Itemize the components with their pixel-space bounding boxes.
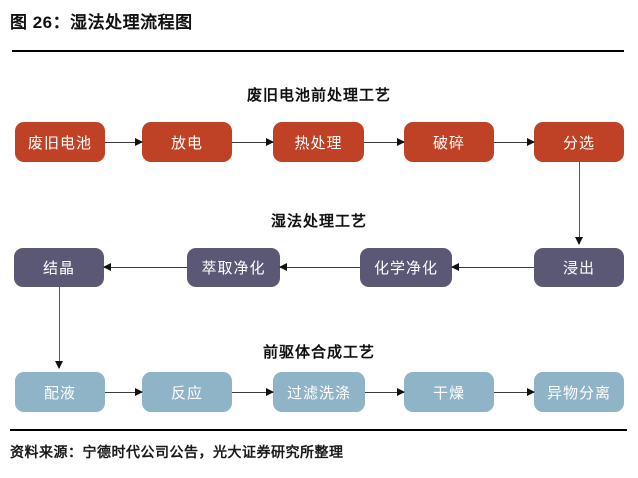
node-reaction: 反应 bbox=[142, 372, 232, 412]
node-extraction-purification: 萃取净化 bbox=[187, 248, 280, 287]
arrow-right-icon bbox=[105, 388, 143, 396]
arrow-right-icon bbox=[494, 388, 535, 396]
section-label-wet-process: 湿法处理工艺 bbox=[270, 213, 367, 230]
top-divider bbox=[12, 50, 624, 52]
node-discharge: 放电 bbox=[142, 122, 232, 162]
figure-title: 图 26：湿法处理流程图 bbox=[10, 13, 193, 32]
node-impurity-separation: 异物分离 bbox=[534, 372, 624, 412]
node-sorting: 分选 bbox=[534, 122, 624, 162]
arrow-right-icon bbox=[105, 138, 143, 146]
arrow-left-icon bbox=[451, 263, 534, 271]
node-heat-treatment: 热处理 bbox=[273, 122, 364, 162]
node-waste-battery: 废旧电池 bbox=[15, 122, 105, 162]
arrow-right-icon bbox=[494, 138, 535, 146]
section-label-precursor: 前驱体合成工艺 bbox=[262, 344, 375, 361]
node-filter-washing: 过滤洗涤 bbox=[273, 372, 365, 412]
arrow-right-icon bbox=[365, 388, 405, 396]
node-solution-preparation: 配液 bbox=[15, 372, 105, 412]
node-crystallization: 结晶 bbox=[14, 248, 104, 287]
arrow-right-icon bbox=[232, 388, 274, 396]
node-crushing: 破碎 bbox=[404, 122, 494, 162]
arrow-down-icon bbox=[575, 162, 583, 245]
arrow-right-icon bbox=[364, 138, 405, 146]
arrow-down-icon bbox=[55, 287, 63, 369]
node-drying: 干燥 bbox=[404, 372, 494, 412]
bottom-divider bbox=[10, 429, 627, 431]
node-chemical-purification: 化学净化 bbox=[360, 248, 452, 287]
node-leaching: 浸出 bbox=[534, 248, 624, 287]
source-attribution: 资料来源：宁德时代公司公告，光大证券研究所整理 bbox=[10, 444, 344, 460]
arrow-left-icon bbox=[103, 263, 187, 271]
section-label-pretreatment: 废旧电池前处理工艺 bbox=[246, 87, 391, 104]
arrow-right-icon bbox=[232, 138, 274, 146]
arrow-left-icon bbox=[279, 263, 360, 271]
